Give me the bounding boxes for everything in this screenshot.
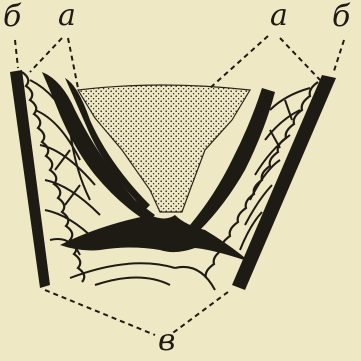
left-outer-wall <box>10 70 50 288</box>
label-a-left: а <box>58 1 76 31</box>
right-outer-wall <box>232 75 336 290</box>
label-a-right: а <box>270 1 288 31</box>
label-b-right: б <box>332 2 350 32</box>
central-dark-structure <box>60 215 250 262</box>
label-v-bottom: в <box>158 326 175 356</box>
label-b-left: б <box>3 2 21 32</box>
bottom-curves <box>70 263 215 290</box>
